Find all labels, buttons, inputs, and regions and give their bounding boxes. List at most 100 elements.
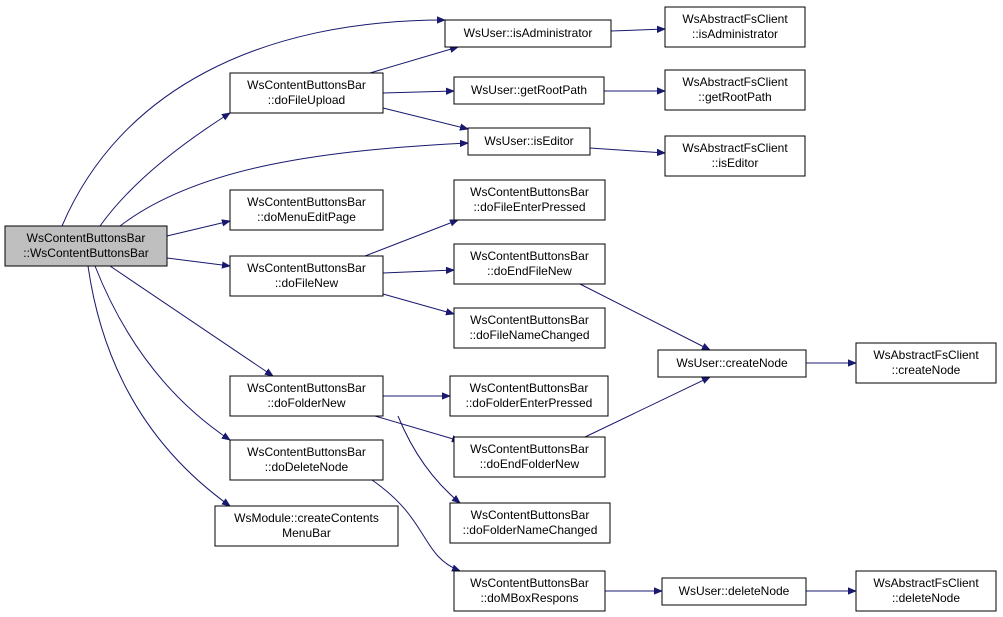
node-label-line: WsAbstractFsClient	[873, 576, 979, 590]
node-userDeleteNode[interactable]: WsUser::deleteNode	[661, 577, 807, 606]
node-label-line: ::doEndFolderNew	[480, 457, 580, 471]
edge-userIsEditor-to-fsIsEditor	[589, 147, 665, 153]
node-userCreateNode[interactable]: WsUser::createNode	[657, 349, 807, 378]
node-fsIsEditor[interactable]: WsAbstractFsClient::isEditor	[664, 135, 806, 177]
node-fsDeleteNode[interactable]: WsAbstractFsClient::deleteNode	[855, 570, 997, 612]
node-label-line: ::deleteNode	[892, 591, 960, 605]
edge-doEndFileNew-to-userCreateNode	[579, 283, 710, 350]
node-label-line: WsContentButtonsBar	[247, 445, 366, 459]
node-label-line: WsContentButtonsBar	[247, 381, 366, 395]
node-label-line: ::doFolderEnterPressed	[466, 396, 593, 410]
edge-doFolderNew-to-doEndFolderNew	[374, 415, 460, 441]
edge-root-to-doDeleteNode	[94, 265, 230, 440]
node-label-line: ::doDeleteNode	[265, 460, 349, 474]
node-doMenuEditPage[interactable]: WsContentButtonsBar::doMenuEditPage	[229, 189, 384, 231]
node-box	[467, 127, 591, 156]
node-doFileUpload[interactable]: WsContentButtonsBar::doFileUpload	[229, 72, 384, 114]
node-label-line: ::doMenuEditPage	[257, 210, 356, 224]
node-label-line: WsUser::isEditor	[484, 134, 573, 148]
edge-root-to-doFileUpload	[99, 113, 230, 227]
node-label-line: MenuBar	[282, 526, 331, 540]
node-box	[664, 69, 806, 111]
node-userIsEditor[interactable]: WsUser::isEditor	[467, 127, 591, 156]
edge-root-to-createContentsMenuBar	[87, 265, 230, 506]
node-label-line: WsModule::createContents	[234, 511, 379, 525]
node-fsIsAdministrator[interactable]: WsAbstractFsClient::isAdministrator	[664, 6, 806, 48]
edge-doFileNew-to-doFileNameChanged	[382, 293, 454, 314]
node-label-line: ::getRootPath	[698, 90, 771, 104]
node-userIsAdministrator[interactable]: WsUser::isAdministrator	[444, 19, 612, 48]
node-label-line: ::WsContentButtonsBar	[23, 246, 148, 260]
edge-root-to-doFileNew	[166, 257, 230, 266]
node-label-line: WsContentButtonsBar	[470, 381, 589, 395]
node-label-line: WsContentButtonsBar	[247, 78, 366, 92]
node-box	[229, 189, 384, 231]
node-label-line: ::isEditor	[712, 156, 759, 170]
edges-layer	[61, 20, 856, 591]
node-label-line: WsAbstractFsClient	[682, 12, 788, 26]
node-box	[453, 307, 606, 349]
edge-doFileNew-to-doEndFileNew	[382, 270, 454, 273]
node-doEndFileNew[interactable]: WsContentButtonsBar::doEndFileNew	[453, 243, 606, 285]
node-label-line: ::doFileUpload	[268, 93, 345, 107]
node-box	[229, 255, 384, 297]
edge-userIsAdministrator-to-fsIsAdministrator	[610, 29, 665, 31]
node-label-line: ::doMBoxRespons	[480, 591, 578, 605]
node-label-line: WsAbstractFsClient	[682, 141, 788, 155]
node-doFolderNameChanged[interactable]: WsContentButtonsBar::doFolderNameChanged	[449, 502, 611, 544]
node-label-line: WsContentButtonsBar	[470, 576, 589, 590]
node-doFileEnterPressed[interactable]: WsContentButtonsBar::doFileEnterPressed	[453, 179, 606, 221]
node-doFolderEnterPressed[interactable]: WsContentButtonsBar::doFolderEnterPresse…	[449, 375, 609, 417]
node-box	[214, 505, 399, 547]
edge-doFileUpload-to-userIsEditor	[382, 107, 468, 129]
node-box	[449, 502, 611, 544]
node-label-line: WsContentButtonsBar	[470, 249, 589, 263]
node-label-line: WsContentButtonsBar	[470, 442, 589, 456]
node-box	[453, 179, 606, 221]
edge-doEndFolderNew-to-userCreateNode	[584, 377, 710, 438]
node-doDeleteNode[interactable]: WsContentButtonsBar::doDeleteNode	[229, 439, 384, 481]
node-label-line: WsAbstractFsClient	[682, 75, 788, 89]
node-label-line: WsAbstractFsClient	[873, 348, 979, 362]
node-label-line: WsContentButtonsBar	[470, 185, 589, 199]
node-label-line: ::doFileNameChanged	[469, 328, 589, 342]
node-box	[664, 6, 806, 48]
node-box	[453, 570, 606, 612]
node-box	[855, 342, 997, 384]
edge-root-to-userIsAdministrator	[61, 20, 445, 227]
node-label-line: ::isAdministrator	[692, 27, 778, 41]
edge-root-to-doFolderNew	[109, 265, 273, 376]
node-box	[229, 375, 384, 417]
edge-doFileNew-to-doFileEnterPressed	[364, 220, 458, 257]
node-label-line: ::doFileNew	[275, 276, 339, 290]
node-label-line: WsContentButtonsBar	[247, 195, 366, 209]
node-label-line: ::doFileEnterPressed	[473, 200, 585, 214]
node-label-line: ::doEndFileNew	[487, 264, 572, 278]
node-box	[444, 19, 612, 48]
node-label-line: WsUser::getRootPath	[471, 83, 587, 97]
node-doEndFolderNew[interactable]: WsContentButtonsBar::doEndFolderNew	[453, 436, 606, 478]
node-label-line: WsContentButtonsBar	[471, 508, 590, 522]
node-label-line: ::createNode	[892, 363, 961, 377]
node-doFileNew[interactable]: WsContentButtonsBar::doFileNew	[229, 255, 384, 297]
node-box	[453, 243, 606, 285]
node-box	[661, 577, 807, 606]
edge-doFileUpload-to-userIsAdministrator	[369, 47, 458, 74]
node-doMBoxRespons[interactable]: WsContentButtonsBar::doMBoxRespons	[453, 570, 606, 612]
node-box	[453, 76, 605, 105]
node-fsGetRootPath[interactable]: WsAbstractFsClient::getRootPath	[664, 69, 806, 111]
node-label-line: ::doFolderNew	[267, 396, 345, 410]
node-label-line: WsContentButtonsBar	[247, 261, 366, 275]
node-fsCreateNode[interactable]: WsAbstractFsClient::createNode	[855, 342, 997, 384]
node-doFolderNew[interactable]: WsContentButtonsBar::doFolderNew	[229, 375, 384, 417]
node-root[interactable]: WsContentButtonsBar::WsContentButtonsBar	[4, 225, 168, 267]
node-label-line: WsContentButtonsBar	[470, 313, 589, 327]
node-box	[855, 570, 997, 612]
edge-root-to-doMenuEditPage	[166, 221, 230, 237]
edge-doFileUpload-to-userGetRootPath	[382, 91, 454, 93]
node-userGetRootPath[interactable]: WsUser::getRootPath	[453, 76, 605, 105]
node-doFileNameChanged[interactable]: WsContentButtonsBar::doFileNameChanged	[453, 307, 606, 349]
edge-doFolderNew-to-doFolderNameChanged	[397, 415, 460, 503]
nodes-layer: WsContentButtonsBar::WsContentButtonsBar…	[4, 6, 997, 612]
